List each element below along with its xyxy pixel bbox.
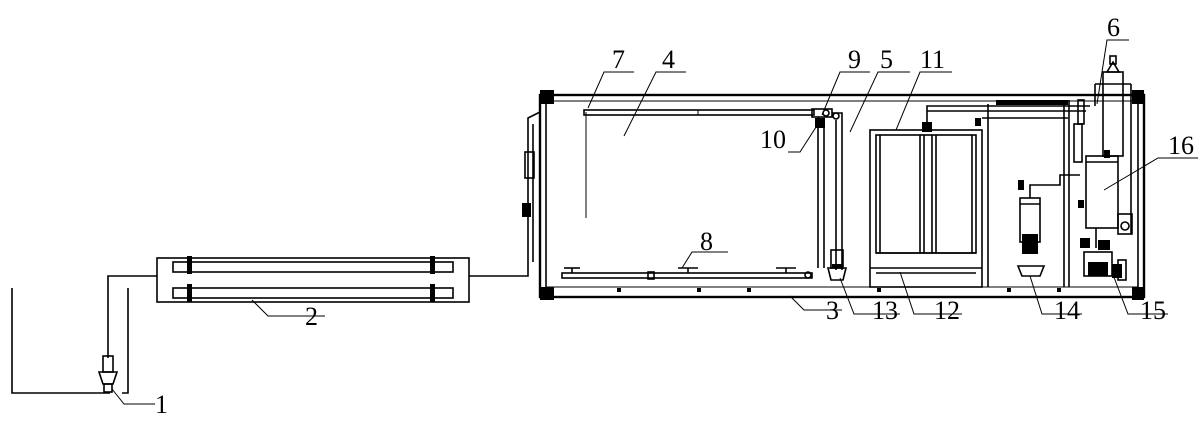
number-labels: 1 2 3 4 5 6 7 8 9 10 11 12 13 14 15 16: [155, 13, 1194, 419]
pump-1: [97, 275, 157, 393]
label-11: 11: [920, 45, 945, 74]
label-9: 9: [848, 45, 861, 74]
label-4: 4: [662, 45, 675, 74]
pump-13: [826, 249, 848, 281]
unit-6-16-15: [1078, 55, 1133, 281]
inlet-pipe: [522, 111, 541, 262]
label-6: 6: [1107, 13, 1120, 42]
label-2: 2: [305, 302, 318, 331]
source-tank: [11, 288, 129, 394]
label-16: 16: [1168, 131, 1194, 160]
label-15: 15: [1140, 296, 1166, 325]
pump-14: [1016, 174, 1080, 277]
leader-lines: [111, 39, 1198, 405]
label-12: 12: [934, 296, 960, 325]
membrane-rack-11: [869, 104, 1068, 288]
label-14: 14: [1054, 296, 1080, 325]
tubular-filter-2: [156, 256, 529, 303]
label-1: 1: [155, 390, 168, 419]
label-5: 5: [880, 45, 893, 74]
tank-4: [561, 109, 815, 280]
top-pipework: [926, 99, 1090, 287]
valve-9-10: [811, 108, 843, 270]
label-3: 3: [826, 296, 839, 325]
label-10: 10: [760, 125, 786, 154]
label-7: 7: [612, 45, 625, 74]
label-13: 13: [872, 296, 898, 325]
label-8: 8: [700, 227, 713, 256]
